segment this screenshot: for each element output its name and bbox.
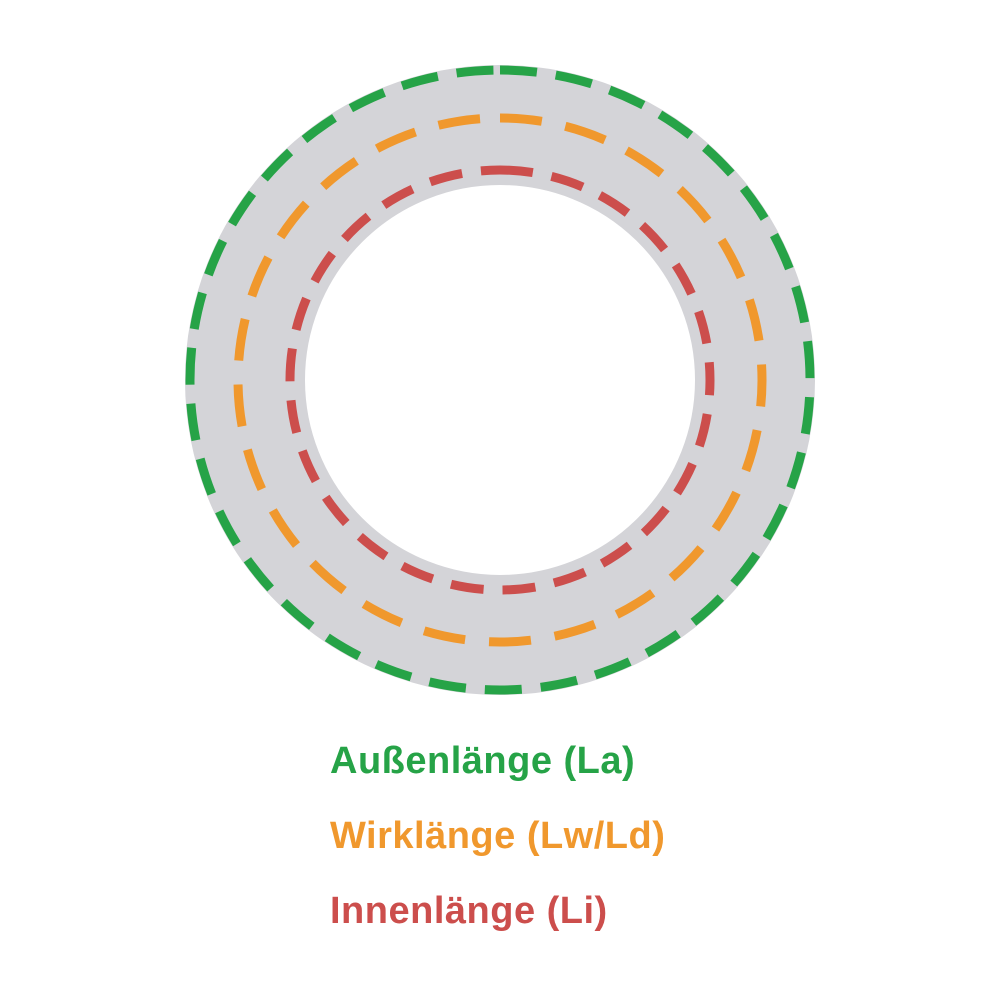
inner-length-circle [285,165,715,595]
belt-ring [185,65,815,695]
effective-length-label: Wirklänge (Lw/Ld) [330,815,665,857]
inner-length-label: Innenlänge (Li) [330,890,608,932]
effective-length-circle [233,113,767,647]
outer-length-circle [185,65,815,695]
outer-length-label: Außenlänge (La) [330,740,635,782]
